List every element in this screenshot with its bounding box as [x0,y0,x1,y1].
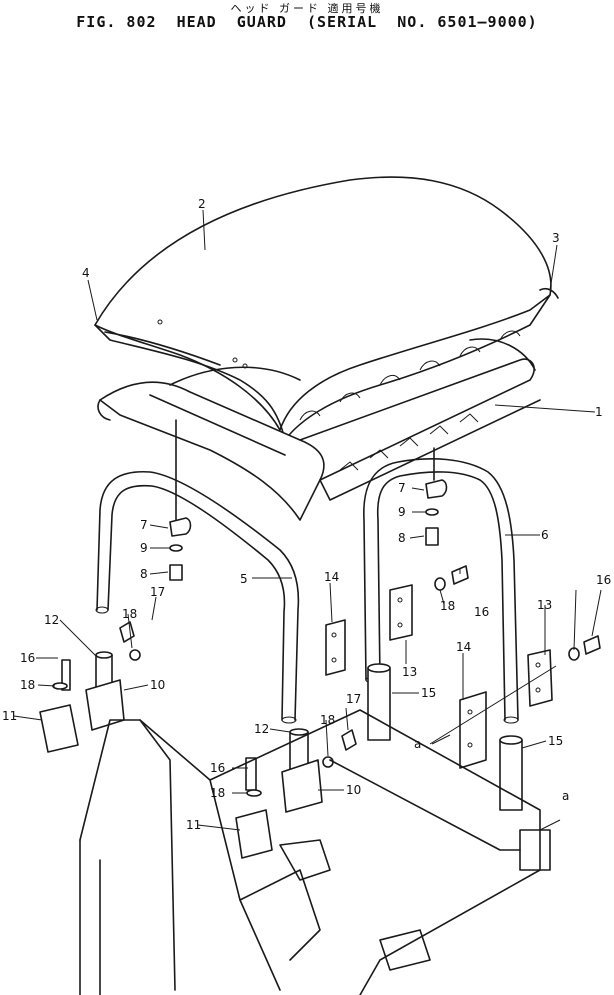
canopy-frame [97,338,541,521]
tube-left [95,470,300,724]
callout-7-left: 7 [140,518,148,532]
callout-3: 3 [552,231,560,245]
callout-5: 5 [240,572,248,586]
callout-6: 6 [541,528,549,542]
callout-2: 2 [198,197,206,211]
callout-a-arrow-left: a [414,737,421,751]
callout-labels: 1 2 3 4 5 6 7 7 8 8 9 9 10 10 11 11 12 1… [2,197,611,832]
callout-7-right: 7 [398,481,406,495]
machine-body [79,709,561,995]
callout-18-upper: 18 [122,607,137,621]
callout-12-center: 12 [254,722,269,736]
callout-18-center: 18 [210,786,225,800]
callout-1: 1 [595,405,603,419]
callout-18-mid: 18 [320,713,335,727]
callout-4: 4 [82,266,90,280]
callout-9-right: 9 [398,505,406,519]
bracket-set-right [459,635,601,769]
callout-10-left: 10 [150,678,165,692]
callout-16-mid: 16 [474,605,489,619]
callout-11-center: 11 [186,818,201,832]
callout-9-left: 9 [140,541,148,555]
callout-16-left: 16 [20,651,35,665]
callout-16-right: 16 [596,573,611,587]
callout-14-right: 14 [456,640,471,654]
bracket-set-center [325,565,469,676]
pedestal-left [39,621,141,753]
callout-17-center: 17 [346,692,361,706]
pedestal-center [235,728,357,859]
callout-15-right: 15 [548,734,563,748]
callout-8-right: 8 [398,531,406,545]
callout-18-right: 18 [440,599,455,613]
japanese-title: ヘッド ガード 適用号機 [230,2,384,15]
post-center [367,663,391,741]
callout-15-center: 15 [421,686,436,700]
callout-16-center: 16 [210,761,225,775]
callout-13-right: 13 [537,598,552,612]
callout-13-center: 13 [402,665,417,679]
post-right [499,735,523,811]
callout-10-center: 10 [346,783,361,797]
callout-11-left: 11 [2,709,17,723]
left-clamp-assembly [169,419,192,581]
callout-8-left: 8 [140,567,148,581]
figure-title: FIG. 802 HEAD GUARD (SERIAL NO. 6501—900… [76,13,538,31]
callout-12-left: 12 [44,613,59,627]
callout-14-center: 14 [324,570,339,584]
callout-a-arrow-right: a [562,789,569,803]
right-clamp-assembly [425,447,448,546]
leader-lines [13,209,602,831]
callout-18-left: 18 [20,678,35,692]
callout-17-left: 17 [150,585,165,599]
tube-right [363,458,519,724]
